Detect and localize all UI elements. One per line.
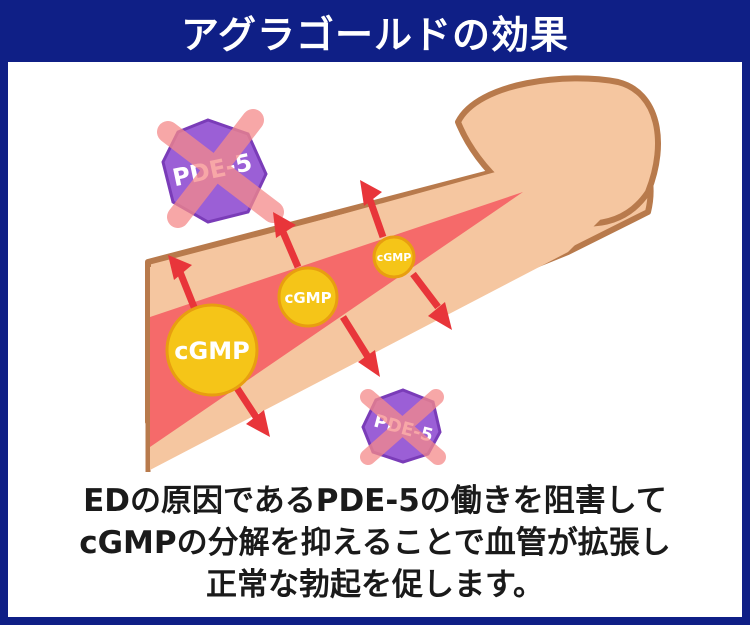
arrow-up-icon [273, 212, 302, 269]
caption-line-3: 正常な勃起を促します。 [206, 567, 544, 603]
arrow-down-icon [410, 271, 452, 330]
caption: EDの原因であるPDE-5の働きを阻害して cGMPの分解を抑えることで血管が拡… [8, 480, 742, 606]
diagram-panel: PDE-5 PDE-5 [8, 62, 742, 617]
cross-icon [157, 109, 284, 228]
cgmp-small-label: cGMP [377, 251, 412, 264]
cgmp-large-label: cGMP [174, 337, 249, 365]
arrow-down-icon [340, 315, 380, 377]
cgmp-molecule-medium: cGMP [277, 266, 339, 328]
caption-line-1: EDの原因であるPDE-5の働きを阻害して [83, 483, 667, 519]
cgmp-medium-label: cGMP [284, 289, 331, 307]
cgmp-molecule-large: cGMP [165, 303, 259, 397]
shaft-lower [150, 212, 608, 470]
penis-diagram: PDE-5 PDE-5 [145, 75, 661, 472]
page-title: アグラゴールドの効果 [180, 12, 570, 57]
arrow-up-icon [360, 180, 387, 239]
caption-line-2: cGMPの分解を抑えることで血管が拡張し [79, 525, 671, 561]
cgmp-molecule-small: cGMP [372, 235, 416, 279]
cross-icon [360, 389, 446, 465]
